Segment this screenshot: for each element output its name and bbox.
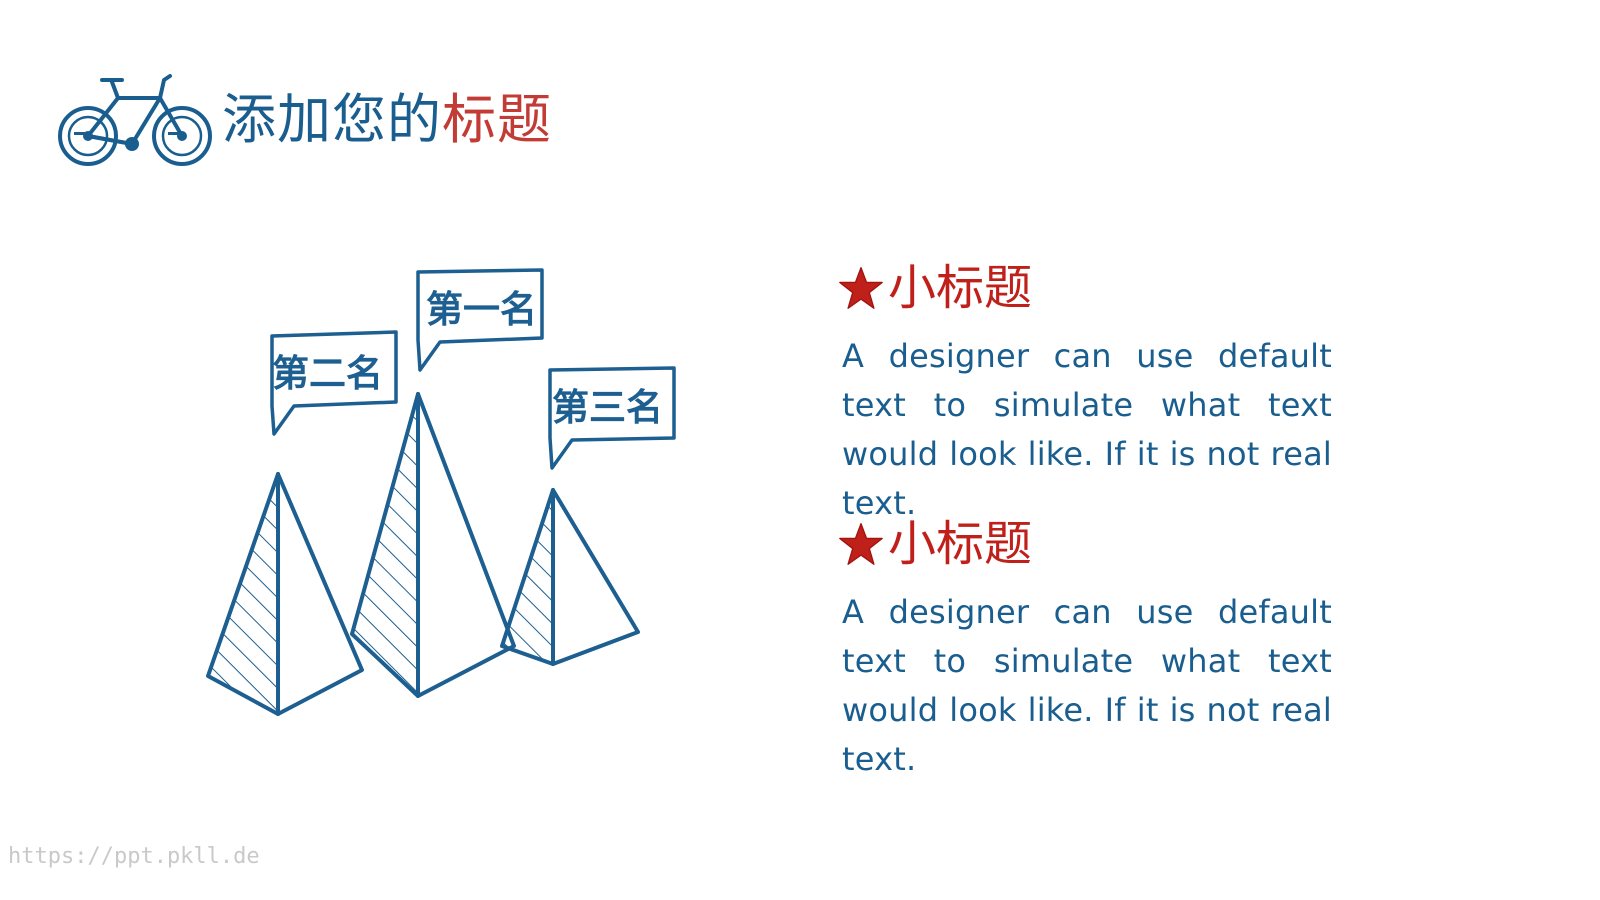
- bicycle-icon: [58, 74, 212, 166]
- watermark-url: https://ppt.pkll.de: [8, 844, 260, 869]
- section-body: A designer can use default text to simul…: [842, 593, 1332, 778]
- section-heading: 小标题: [838, 256, 1358, 320]
- text-section-1: 小标题 A designer can use default text to s…: [838, 256, 1358, 528]
- title-part-1: 添加您的: [222, 88, 442, 151]
- section-body: A designer can use default text to simul…: [842, 337, 1332, 522]
- page-title: 添加您的标题: [222, 93, 552, 147]
- star-icon: [839, 267, 883, 309]
- flag-label-second: 第二名: [272, 352, 383, 395]
- flag-label-first: 第一名: [426, 288, 537, 331]
- flag-label-third: 第三名: [552, 386, 663, 429]
- star-icon: [839, 523, 883, 565]
- section-title: 小标题: [888, 516, 1033, 572]
- pyramid-illustration: 第二名 第一名 第三名: [190, 262, 700, 742]
- title-part-2: 标题: [442, 88, 552, 151]
- header: 添加您的标题: [56, 70, 552, 170]
- section-heading: 小标题: [838, 512, 1358, 576]
- section-title: 小标题: [888, 260, 1033, 316]
- text-section-2: 小标题 A designer can use default text to s…: [838, 512, 1358, 784]
